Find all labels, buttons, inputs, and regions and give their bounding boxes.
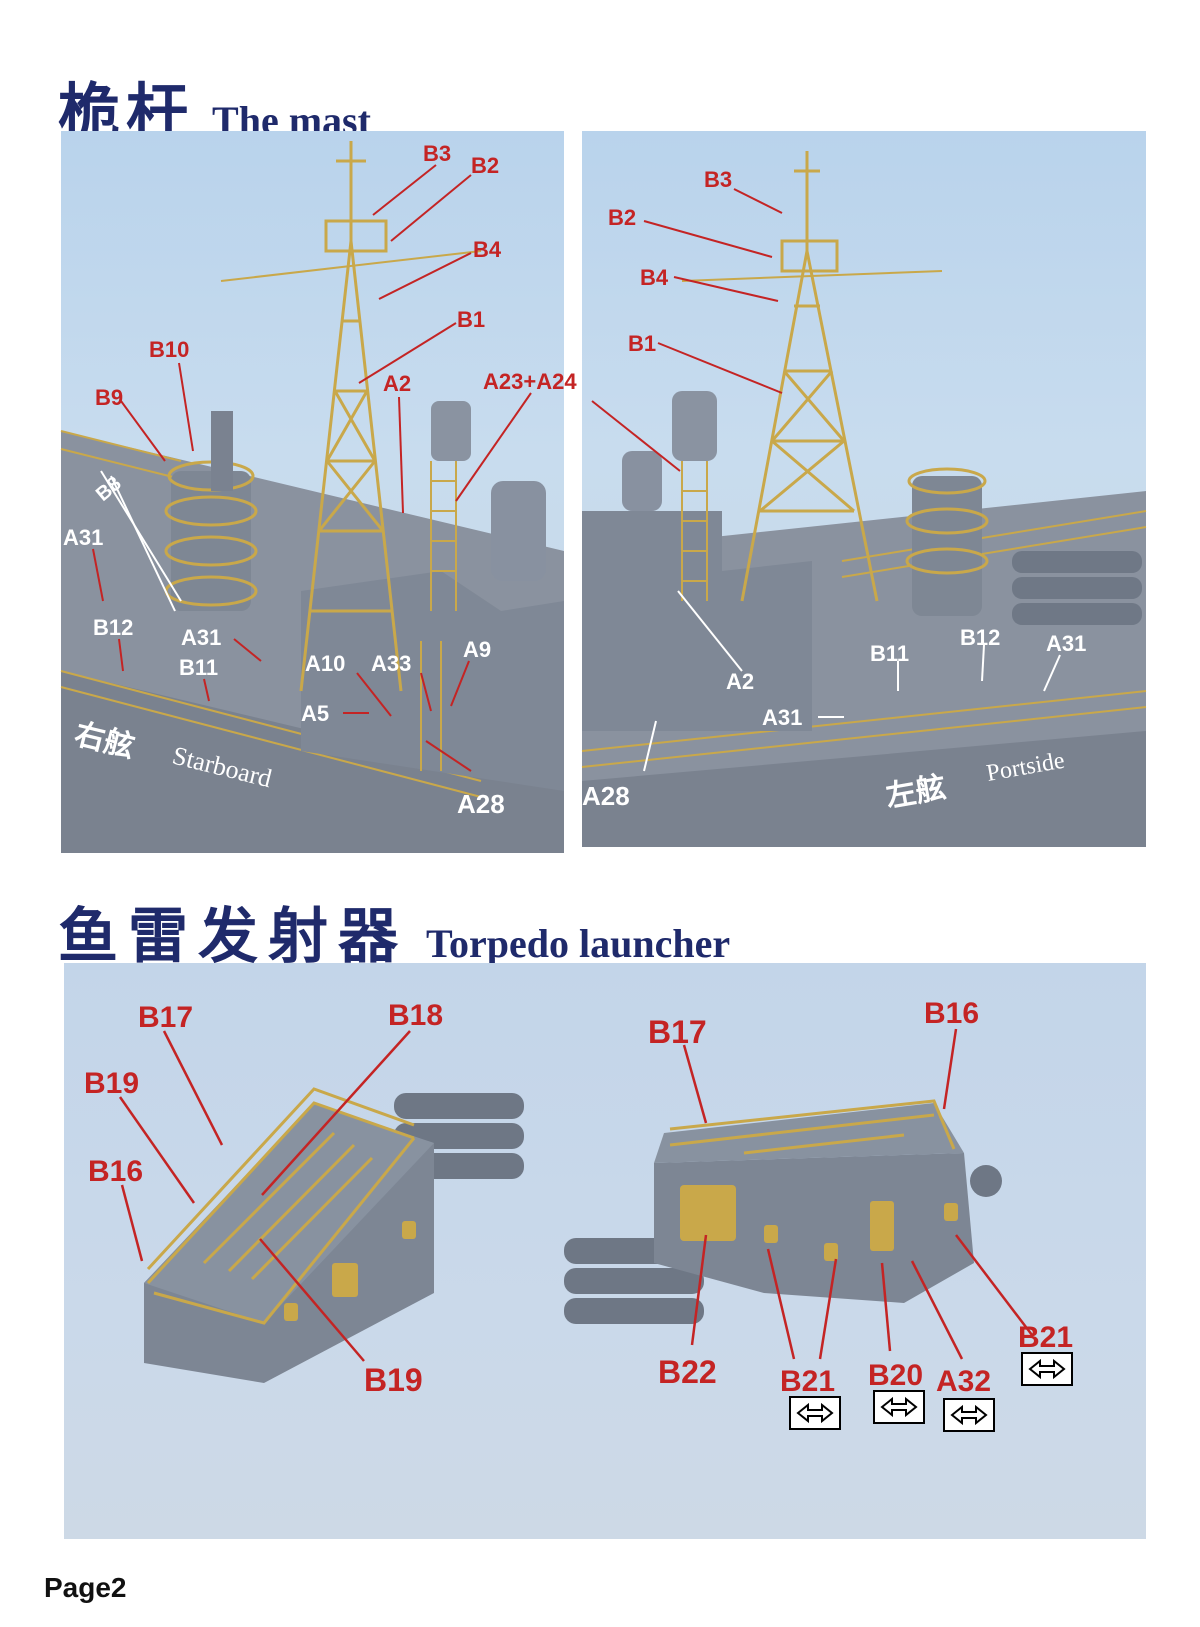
- gun-director: [622, 451, 662, 511]
- label-A31-right: A31: [1046, 631, 1086, 656]
- double-arrow-icon: [1021, 1352, 1073, 1386]
- superstructure: [582, 511, 812, 731]
- mast-tower: [220, 141, 482, 692]
- director: [431, 401, 471, 461]
- ladder-tower: [681, 461, 708, 601]
- torpedo-leader-lines: [118, 1028, 1033, 1362]
- double-arrow-icon: [943, 1398, 995, 1432]
- label-B2: B2: [608, 205, 636, 230]
- label-A28: A28: [457, 789, 505, 819]
- label-A31-mid: A31: [181, 625, 221, 650]
- deck-railing: [581, 510, 1147, 768]
- ladder-tower: [420, 461, 457, 771]
- portside-mast-photo: B3 B2 B4 B1 B11 B12 A31 A2 A31 A28 左舷 Po…: [581, 131, 1147, 847]
- label-A2: A2: [383, 371, 411, 396]
- funnel: [171, 471, 251, 611]
- label-B4: B4: [473, 237, 502, 262]
- label-A33: A33: [371, 651, 411, 676]
- right-launcher: [564, 1099, 1002, 1324]
- label-A10: A10: [305, 651, 345, 676]
- label-B1: B1: [457, 307, 485, 332]
- label-B16-left: B16: [88, 1155, 143, 1188]
- label-B3: B3: [423, 141, 451, 166]
- torpedo-launcher-photo: B17 B18 B19 B16 B19 B17 B16 B21 B22 B21 …: [64, 963, 1146, 1539]
- left-launcher: [144, 1087, 524, 1383]
- funnel-rings: [905, 467, 989, 575]
- portside-white-lines: [643, 590, 1061, 772]
- label-A31-left: A31: [63, 525, 103, 550]
- starboard-white-lines: [100, 470, 182, 612]
- torpedo-photo-svg: B17 B18 B19 B16 B19 B17 B16 B21 B22 B21 …: [84, 997, 1073, 1432]
- page-number: Page2: [44, 1572, 127, 1603]
- label-A32: A32: [936, 1365, 991, 1398]
- starboard-mast-photo: B3 B2 B4 B1 B10 B9 A2 A23+A24 B8 A31 B12…: [60, 131, 577, 853]
- gun-director: [491, 481, 546, 581]
- double-arrow-icon: [873, 1390, 925, 1424]
- label-B12: B12: [960, 625, 1000, 650]
- label-A2: A2: [726, 669, 754, 694]
- label-B21-right: B21: [1018, 1321, 1073, 1354]
- label-A5: A5: [301, 701, 329, 726]
- director: [672, 391, 717, 461]
- label-B11: B11: [179, 655, 218, 680]
- label-A31-bottom: A31: [762, 705, 802, 730]
- label-B19-top: B19: [84, 1067, 139, 1100]
- starboard-photo-svg: B3 B2 B4 B1 B10 B9 A2 A23+A24 B8 A31 B12…: [60, 141, 577, 853]
- label-B1: B1: [628, 331, 656, 356]
- starboard-leader-lines: [92, 164, 532, 772]
- label-B11: B11: [870, 641, 909, 666]
- label-B12: B12: [93, 615, 133, 640]
- double-arrow-icon: [789, 1396, 841, 1430]
- hull-edge: [61, 671, 564, 853]
- label-B22: B22: [658, 1354, 717, 1390]
- label-B19-bottom: B19: [364, 1362, 423, 1398]
- hull-edge: [582, 731, 1146, 847]
- label-B20: B20: [868, 1359, 923, 1392]
- mast-tower: [681, 151, 943, 602]
- portside-photo-svg: B3 B2 B4 B1 B11 B12 A31 A2 A31 A28 左舷 Po…: [581, 151, 1147, 847]
- portside-leader-lines: [591, 188, 783, 472]
- funnel-pipe: [211, 411, 233, 491]
- label-B17-left: B17: [138, 1001, 193, 1034]
- label-B9: B9: [95, 385, 123, 410]
- torpedo-title-en: Torpedo launcher: [426, 921, 731, 966]
- superstructure: [301, 571, 564, 791]
- funnel: [912, 476, 982, 616]
- torpedo-tubes: [1012, 551, 1142, 625]
- label-B2: B2: [471, 153, 499, 178]
- torpedo-title-cn: 鱼雷发射器: [58, 902, 408, 972]
- label-B4: B4: [640, 265, 669, 290]
- torpedo-section-title: 鱼雷发射器 Torpedo launcher: [58, 888, 730, 975]
- label-B16-right: B16: [924, 997, 979, 1030]
- label-B21-mid: B21: [780, 1365, 835, 1398]
- label-B17-right: B17: [648, 1014, 707, 1050]
- label-A28: A28: [582, 781, 630, 811]
- label-A23-A24: A23+A24: [483, 369, 577, 394]
- label-B18: B18: [388, 999, 443, 1032]
- label-A9: A9: [463, 637, 491, 662]
- label-B3: B3: [704, 167, 732, 192]
- label-B10: B10: [149, 337, 189, 362]
